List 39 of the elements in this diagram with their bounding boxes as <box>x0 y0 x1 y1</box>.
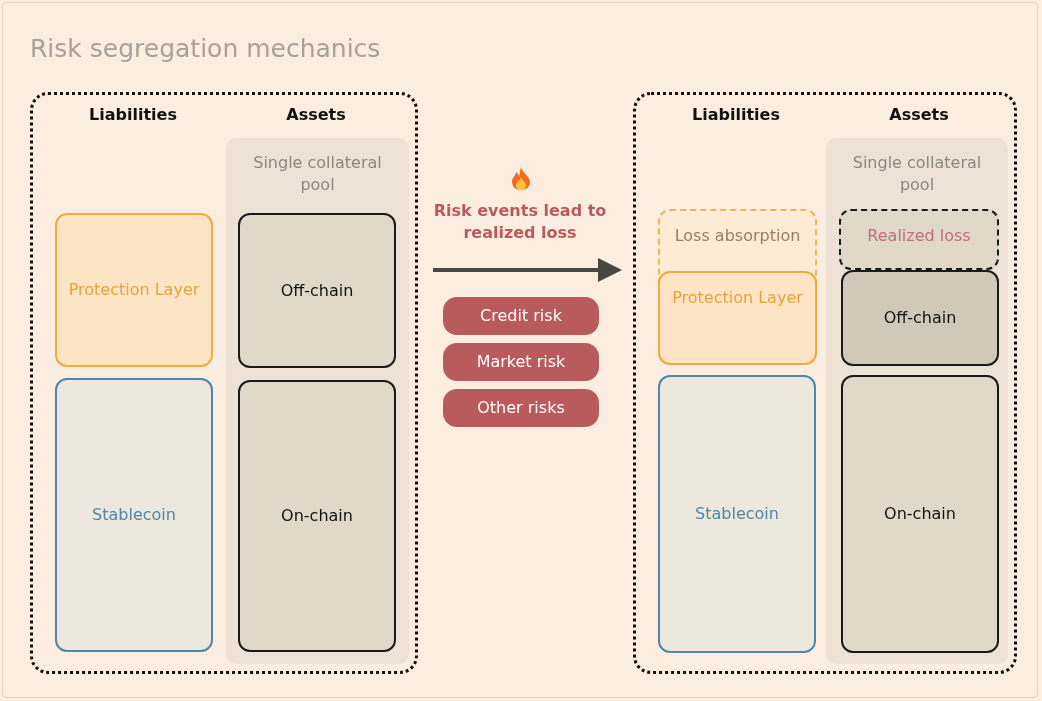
off-chain-box <box>238 213 396 368</box>
diagram-title: Risk segregation mechanics <box>30 34 381 63</box>
stablecoin-box <box>658 375 816 653</box>
loss-absorption-box <box>658 209 817 365</box>
node-label: Off-chain <box>883 307 957 329</box>
on-chain-box <box>238 380 396 652</box>
node-label: Stablecoin <box>695 503 779 525</box>
collateral-pool-band <box>226 138 409 664</box>
node-label: Protection Layer <box>68 279 200 301</box>
container-box <box>30 92 418 674</box>
node-label: On-chain <box>281 505 353 527</box>
node-label: Single collateral pool <box>851 152 983 196</box>
node-label: On-chain <box>884 503 956 525</box>
stablecoin-box <box>55 378 213 652</box>
off-chain-box <box>841 270 999 366</box>
node-label: Stablecoin <box>92 504 176 526</box>
protection-layer-box <box>658 271 817 365</box>
risk-pill <box>443 389 599 427</box>
risk-pill <box>443 343 599 381</box>
collateral-pool-band <box>826 138 1008 664</box>
column-heading: Assets <box>888 104 950 126</box>
column-heading: Assets <box>285 104 347 126</box>
node-label: Market risk <box>476 351 566 373</box>
on-chain-box <box>841 375 999 653</box>
column-heading: Liabilities <box>88 104 178 126</box>
node-label: Realized loss <box>867 225 971 247</box>
realized-loss-box <box>839 209 999 270</box>
arrow <box>433 258 622 282</box>
risk-pill <box>443 297 599 335</box>
node-label: Loss absorption <box>674 225 801 247</box>
node-label: Other risks <box>477 397 565 419</box>
event-caption: Risk events lead to realized loss <box>432 200 608 244</box>
node-label: Single collateral pool <box>252 152 383 196</box>
container-box <box>633 92 1017 674</box>
protection-layer-box <box>55 213 213 367</box>
column-heading: Liabilities <box>691 104 781 126</box>
node-label: Credit risk <box>480 305 562 327</box>
node-label: Protection Layer <box>672 287 803 309</box>
node-label: Off-chain <box>280 279 354 302</box>
